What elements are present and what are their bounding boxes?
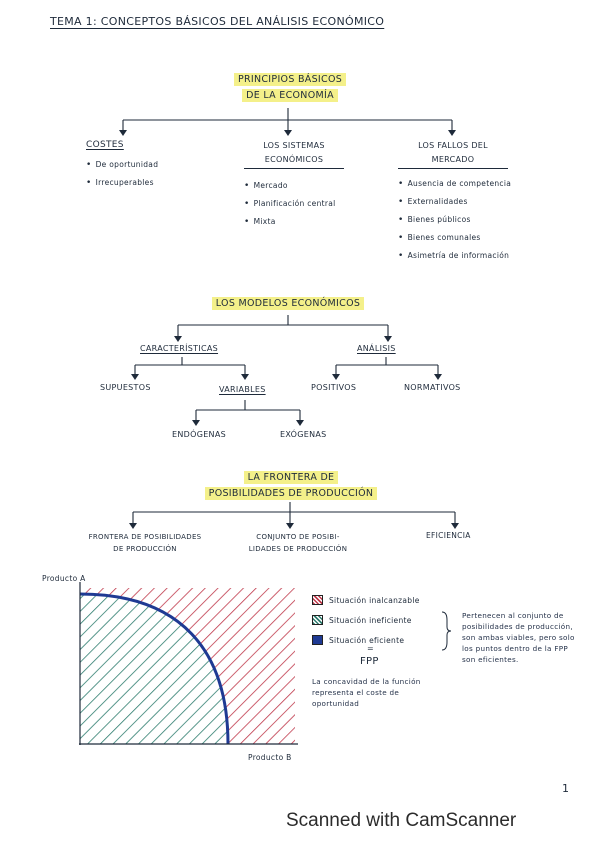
inefficient-region [80,594,228,744]
list-item: Externalidades [398,193,511,211]
costes-list: De oportunidad Irrecuperables [86,156,158,192]
normativos-label: NORMATIVOS [404,383,461,392]
graph-legend: Situación inalcanzable Situación inefici… [312,591,420,649]
ppf-graph [79,582,298,745]
list-item: De oportunidad [86,156,158,174]
analisis-label: ANÁLISIS [357,344,396,353]
camscanner-watermark: Scanned with CamScanner [286,810,517,831]
equals-sign: = [367,644,375,653]
legend-item: Situación inalcanzable [312,591,420,609]
fpp-child-eficiencia: EFICIENCIA [426,531,471,540]
fpp-label: FPP [360,656,379,667]
list-item: Irrecuperables [86,174,158,192]
bracket-note: Pertenecen al conjunto de posibilidades … [462,611,575,664]
list-item: Bienes comunales [398,229,511,247]
list-item: Ausencia de competencia [398,175,511,193]
page-title: TEMA 1: CONCEPTOS BÁSICOS DEL ANÁLISIS E… [50,15,385,28]
ppf-curve [80,592,230,744]
variables-label: VARIABLES [219,385,266,394]
fpp-child-conjunto: CONJUNTO DE POSIBI-LIDADES DE PRODUCCIÓN [248,533,348,553]
costes-label: COSTES [86,140,124,150]
list-item: Bienes públicos [398,211,511,229]
principles-heading: PRINCIPIOS BÁSICOS DE LA ECONOMÍA [210,72,370,104]
legend-item: Situación ineficiente [312,611,420,629]
sistemas-label: LOS SISTEMAS ECONÓMICOS [244,139,344,169]
endogenas-label: ENDÓGENAS [172,430,226,439]
list-item: Asimetría de información [398,247,511,265]
bracket [441,611,452,651]
concavity-note: La concavidad de la función representa e… [312,677,421,708]
fallos-list: Ausencia de competencia Externalidades B… [398,175,511,265]
legend-item: Situación eficiente [312,631,420,649]
exogenas-label: EXÓGENAS [280,430,327,439]
models-heading: LOS MODELOS ECONÓMICOS [200,296,376,312]
legend-swatch [312,595,323,605]
list-item: Mixta [244,213,344,231]
fallos-label: LOS FALLOS DEL MERCADO [398,139,508,169]
fallos-group: LOS FALLOS DEL MERCADO Ausencia de compe… [398,139,511,265]
fpp-heading: LA FRONTERA DE POSIBILIDADES DE PRODUCCI… [180,470,402,502]
positivos-label: POSITIVOS [311,383,357,392]
legend-swatch [312,635,323,645]
sistemas-list: Mercado Planificación central Mixta [244,177,344,231]
graph-x-label: Producto B [248,753,292,762]
supuestos-label: SUPUESTOS [100,383,151,392]
list-item: Mercado [244,177,344,195]
list-item: Planificación central [244,195,344,213]
graph-y-label: Producto A [42,574,86,583]
sistemas-group: LOS SISTEMAS ECONÓMICOS Mercado Planific… [244,139,344,231]
page-number: 1 [562,782,570,795]
caracteristicas-label: CARACTERÍSTICAS [140,344,219,353]
legend-swatch [312,615,323,625]
costes-group: COSTES De oportunidad Irrecuperables [86,140,158,192]
